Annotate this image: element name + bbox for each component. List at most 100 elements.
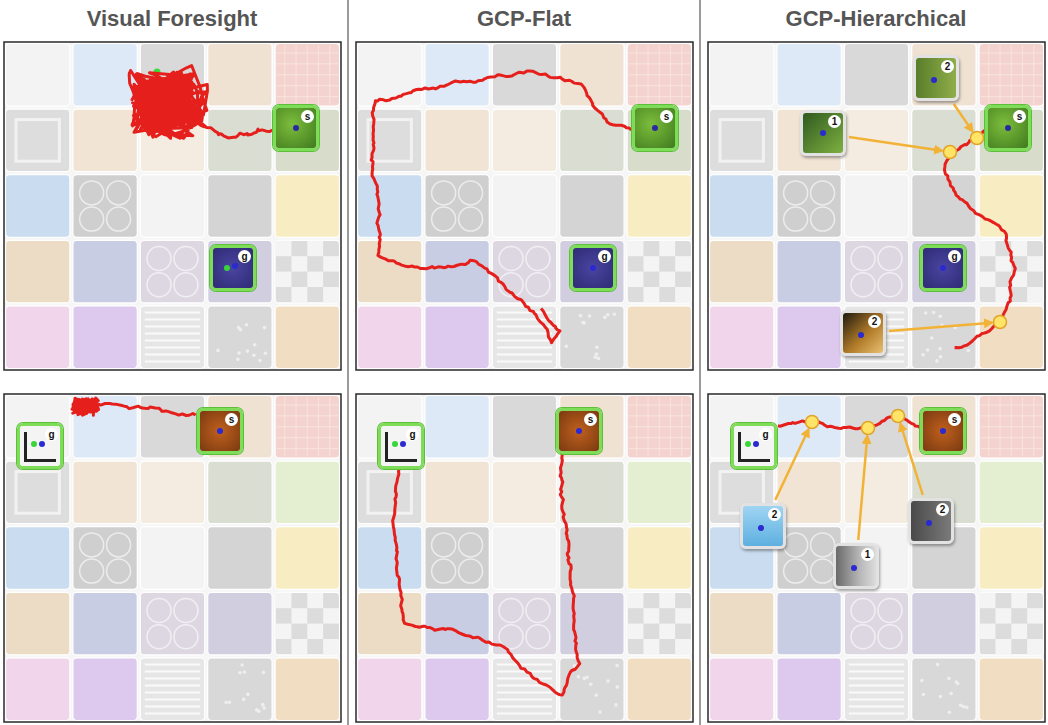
thumbnail-label: 1 <box>828 115 841 128</box>
floor-tile <box>844 175 908 238</box>
wall-edge <box>385 459 417 462</box>
floor-tile <box>140 396 204 459</box>
image-thumbnail: s <box>920 408 966 454</box>
pointer-arrow <box>775 429 808 500</box>
image-thumbnail: 2 <box>913 55 959 101</box>
image-thumbnail: g <box>731 423 777 469</box>
floor-tile <box>425 109 489 172</box>
floor-tile <box>710 306 774 369</box>
floor-tile <box>425 658 489 721</box>
image-thumbnail: 1 <box>800 110 846 156</box>
floor-tile <box>627 592 691 655</box>
waypoint-dot <box>806 416 819 429</box>
floor-tile <box>358 44 422 107</box>
floor-tile <box>492 175 556 238</box>
floor-tile <box>844 240 908 303</box>
floor-tile <box>6 240 70 303</box>
position-dot <box>926 520 932 526</box>
position-dot <box>232 263 238 269</box>
floor-tile <box>208 461 272 524</box>
floor-tile <box>627 461 691 524</box>
floor-tile <box>844 44 908 107</box>
trajectory <box>72 398 196 415</box>
floor-panel <box>708 42 1045 370</box>
floor-tile <box>560 240 624 303</box>
position-dot <box>745 441 751 447</box>
panel-border <box>356 394 693 722</box>
floor-tile <box>358 658 422 721</box>
position-dot <box>1005 125 1011 131</box>
floor-tile <box>710 44 774 107</box>
floor-tile <box>627 175 691 238</box>
waypoint-dot <box>944 146 957 159</box>
wall-edge <box>738 459 770 462</box>
image-thumbnail: g <box>570 245 616 291</box>
floor-tile <box>73 175 137 238</box>
floor-tile <box>275 396 339 459</box>
floor-tile <box>492 658 556 721</box>
floor-tile <box>73 109 137 172</box>
floor-tile <box>777 44 841 107</box>
floor-tile <box>275 461 339 524</box>
floor-tile <box>425 527 489 590</box>
column-separator <box>347 0 349 725</box>
pointer-arrow <box>858 436 867 540</box>
thumbnail-label: g <box>238 250 251 263</box>
trajectory <box>944 129 1015 348</box>
floor-tile <box>358 175 422 238</box>
floor-tile <box>492 527 556 590</box>
floor-tile <box>358 109 422 172</box>
wall-edge <box>24 459 56 462</box>
thumbnail-label: s <box>1013 110 1026 123</box>
floor-tile <box>777 306 841 369</box>
floor-tile <box>275 240 339 303</box>
floor-tile <box>492 396 556 459</box>
floor-tile <box>275 175 339 238</box>
thumbnail-label: s <box>584 413 597 426</box>
wall-edge <box>738 432 741 462</box>
floor-tile <box>140 175 204 238</box>
floor-tile <box>358 306 422 369</box>
panel-border <box>708 42 1045 370</box>
position-dot <box>940 428 946 434</box>
floor-tile <box>425 396 489 459</box>
thumbnail-label: 2 <box>768 508 781 521</box>
waypoint-dot <box>892 410 905 423</box>
floor-tile <box>425 306 489 369</box>
floor-tile <box>560 306 624 369</box>
floor-panel <box>708 394 1045 722</box>
image-thumbnail: g <box>920 245 966 291</box>
floor-tile <box>710 658 774 721</box>
floor-tile <box>492 109 556 172</box>
floor-tile <box>912 109 976 172</box>
floor-tile <box>208 240 272 303</box>
thumbnail-label: g <box>759 428 772 441</box>
floor-tile <box>140 240 204 303</box>
floor-tile <box>6 306 70 369</box>
thumbnail-label: s <box>660 110 673 123</box>
floor-tile <box>912 658 976 721</box>
floor-tile <box>844 396 908 459</box>
thumbnail-label: g <box>45 428 58 441</box>
position-dot <box>820 130 826 136</box>
thumbnail-label: 2 <box>936 503 949 516</box>
floor-tile <box>73 44 137 107</box>
floor-tile <box>912 175 976 238</box>
floor-tile <box>6 527 70 590</box>
floor-tile <box>140 592 204 655</box>
floor-tile <box>560 396 624 459</box>
floor-panel <box>356 394 693 722</box>
waypoint-dot <box>971 132 984 145</box>
floor-tile <box>912 306 976 369</box>
floor-tile <box>73 461 137 524</box>
floor-tile <box>140 658 204 721</box>
floor-tile <box>425 44 489 107</box>
floor-tile <box>208 44 272 107</box>
floor-tile <box>979 306 1043 369</box>
pointer-arrow <box>889 323 992 331</box>
floor-tile <box>560 658 624 721</box>
floor-tile <box>710 109 774 172</box>
floor-panel <box>356 42 693 370</box>
position-dot <box>217 428 223 434</box>
